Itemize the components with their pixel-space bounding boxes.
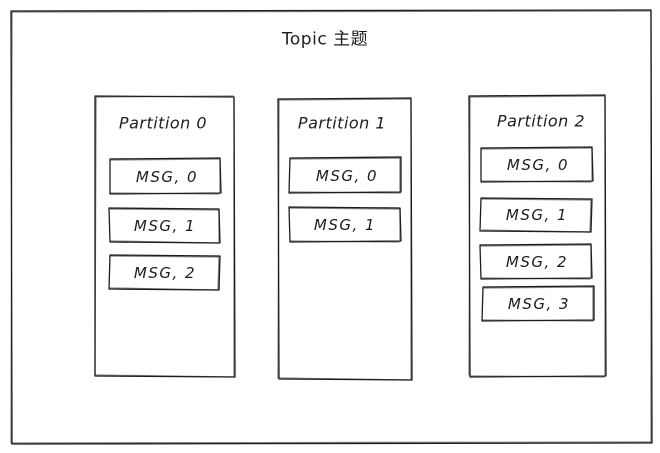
p0-msg-2-box <box>108 254 221 291</box>
topic-box <box>10 9 653 445</box>
p2-msg-0-box <box>480 146 594 183</box>
p0-msg-1-box <box>108 207 221 244</box>
p1-msg-1-box <box>288 206 402 243</box>
p2-msg-3-box <box>481 285 595 322</box>
p0-msg-0-box <box>109 157 222 195</box>
p1-msg-0-box <box>288 156 402 194</box>
partition-2-title: Partition 2 <box>496 111 586 131</box>
partition-1-title: Partition 1 <box>297 113 387 133</box>
partition-1-box <box>277 97 413 381</box>
p2-msg-2: MSG, 2 <box>505 253 569 271</box>
p2-msg-2-box <box>479 243 593 280</box>
partition-2-box <box>468 94 607 378</box>
p2-msg-1: MSG, 1 <box>505 206 569 224</box>
p0-msg-1: MSG, 1 <box>133 217 197 235</box>
p0-msg-0: MSG, 0 <box>135 168 199 186</box>
p1-msg-1: MSG, 1 <box>313 216 377 234</box>
topic-title: Topic 主题 <box>281 29 369 50</box>
p1-msg-0: MSG, 0 <box>315 167 379 185</box>
p2-msg-3: MSG, 3 <box>507 295 571 313</box>
partition-0-box <box>94 95 236 378</box>
p0-msg-2: MSG, 2 <box>133 264 197 282</box>
p2-msg-0: MSG, 0 <box>506 156 570 174</box>
partition-0-title: Partition 0 <box>118 113 208 133</box>
p2-msg-1-box <box>479 197 593 233</box>
